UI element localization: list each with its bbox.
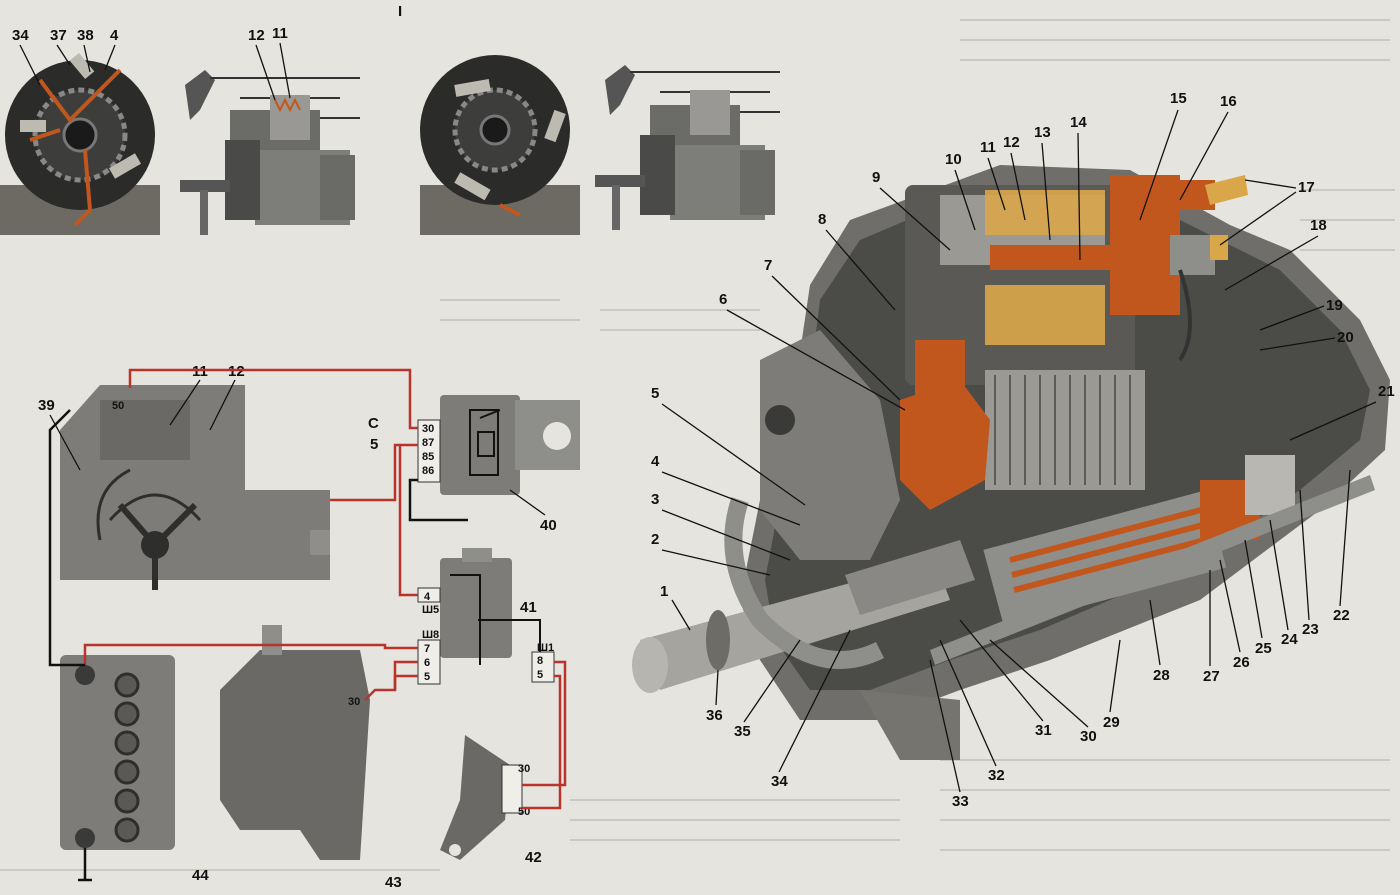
callout-29: 29 — [1103, 714, 1120, 731]
callout-24: 24 — [1281, 631, 1298, 648]
callout-36: 36 — [706, 707, 723, 724]
background-text-texture — [0, 19, 1395, 871]
relay-terminal-86: 86 — [422, 465, 434, 477]
callout-22: 22 — [1333, 607, 1350, 624]
flywheel-view-disengaged — [420, 55, 580, 235]
callout-11-wiring: 11 — [192, 363, 208, 380]
starter-side-view-2 — [595, 65, 780, 230]
callout-8: 8 — [818, 211, 826, 228]
relay-terminal-30: 30 — [422, 423, 434, 435]
block-41 — [417, 548, 555, 685]
callout-6: 6 — [719, 291, 727, 308]
callout-40: 40 — [540, 517, 557, 534]
callout-19: 19 — [1326, 297, 1343, 314]
block-terminal-5: 5 — [424, 671, 430, 683]
starter-side-view-1 — [180, 70, 360, 235]
block-terminal-4: 4 — [424, 591, 431, 603]
callout-25: 25 — [1255, 640, 1272, 657]
callout-26: 26 — [1233, 654, 1250, 671]
callout-10: 10 — [945, 151, 962, 168]
callout-27: 27 — [1203, 668, 1220, 685]
callout-41: 41 — [520, 599, 537, 616]
callout-32: 32 — [988, 767, 1005, 784]
terminal-C: C — [368, 415, 379, 432]
callout-5-cut: 5 — [651, 385, 659, 402]
callout-4-cut: 4 — [651, 453, 660, 470]
callout-40-leader — [509, 489, 546, 516]
callout-28: 28 — [1153, 667, 1170, 684]
callout-38: 38 — [77, 27, 94, 44]
callout-37: 37 — [50, 27, 67, 44]
flywheel-view-engaged — [0, 52, 160, 235]
callout-12-wiring: 12 — [228, 363, 245, 380]
battery-44 — [60, 655, 175, 850]
callout-7: 7 — [764, 257, 772, 274]
callout-17: 17 — [1298, 179, 1315, 196]
callout-2: 2 — [651, 531, 659, 548]
callout-43: 43 — [385, 874, 402, 891]
callout-12-cut: 12 — [1003, 134, 1020, 151]
callout-11-cut: 11 — [980, 139, 996, 156]
callout-42: 42 — [525, 849, 542, 866]
callout-15: 15 — [1170, 90, 1187, 107]
terminal-30-generator: 30 — [348, 696, 360, 708]
top-leader-lines — [19, 42, 291, 101]
callout-30: 30 — [1080, 728, 1097, 745]
ignition-switch-42 — [440, 735, 523, 860]
callout-21: 21 — [1378, 383, 1395, 400]
callout-35: 35 — [734, 723, 751, 740]
callout-4-top: 4 — [110, 27, 119, 44]
callout-20: 20 — [1337, 329, 1354, 346]
relay-terminal-85: 85 — [422, 451, 434, 463]
block-terminal-6: 6 — [424, 657, 430, 669]
callout-18: 18 — [1310, 217, 1327, 234]
terminal-5-relay: 5 — [370, 436, 378, 453]
block-terminal-Sh5: Ш5 — [422, 604, 439, 616]
callout-31: 31 — [1035, 722, 1052, 739]
callout-16: 16 — [1220, 93, 1237, 110]
callout-34-cut: 34 — [771, 773, 788, 790]
callout-11-top: 11 — [272, 25, 288, 42]
block-terminal-5-right: 5 — [537, 669, 543, 681]
callout-12-top: 12 — [248, 27, 265, 44]
callout-44: 44 — [192, 867, 209, 884]
starter-schematic-39 — [60, 385, 330, 590]
block-terminal-Sh8: Ш8 — [422, 629, 439, 641]
callout-23: 23 — [1302, 621, 1319, 638]
terminal-50-starter: 50 — [112, 400, 124, 412]
block-terminal-8: 8 — [537, 655, 543, 667]
callout-3: 3 — [651, 491, 659, 508]
relay-40 — [417, 395, 580, 495]
callout-1: 1 — [660, 583, 668, 600]
callout-9: 9 — [872, 169, 880, 186]
callout-13: 13 — [1034, 124, 1051, 141]
wiring-lines — [48, 368, 567, 882]
block-terminal-7: 7 — [424, 643, 430, 655]
relay-terminal-87: 87 — [422, 437, 434, 449]
ignition-terminal-30: 30 — [518, 763, 530, 775]
callout-39: 39 — [38, 397, 55, 414]
callout-33: 33 — [952, 793, 969, 810]
callout-34-top: 34 — [12, 27, 29, 44]
cutaway-leader-lines — [661, 109, 1377, 793]
section-label: I — [398, 3, 402, 20]
block-terminal-Sh1: Ш1 — [537, 642, 554, 654]
generator-43 — [220, 625, 370, 860]
callout-14: 14 — [1070, 114, 1087, 131]
